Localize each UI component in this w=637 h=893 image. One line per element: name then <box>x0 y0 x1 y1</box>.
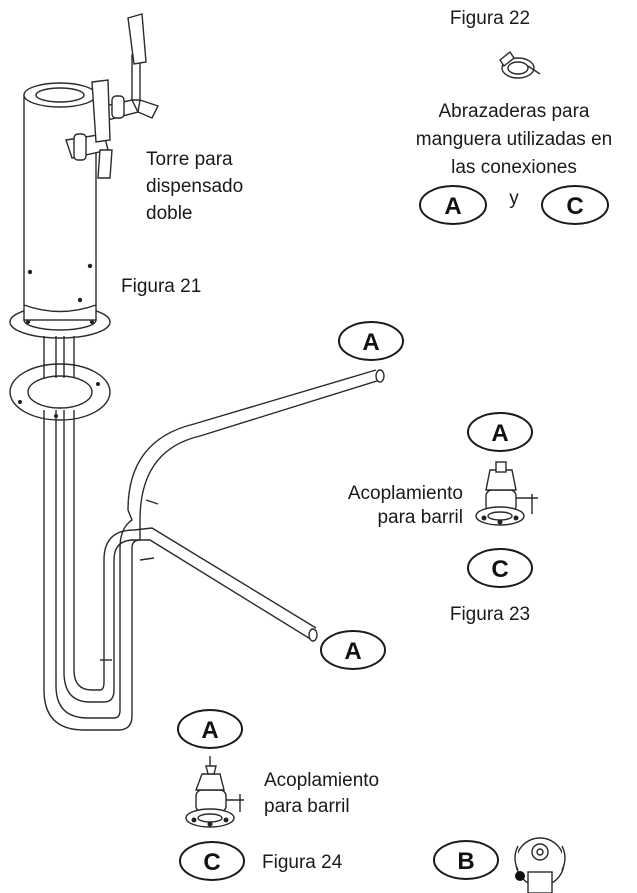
coupler-fig23-line2: para barril <box>377 507 463 528</box>
tower-label-line2: dispensado <box>146 176 243 197</box>
marker-c: C <box>541 185 609 225</box>
figure-23-caption: Figura 23 <box>450 604 530 625</box>
marker-a: A <box>338 321 404 361</box>
marker-c-label: C <box>491 556 508 583</box>
marker-b-label: B <box>457 848 474 875</box>
marker-a: A <box>419 185 487 225</box>
keg-coupler-icon <box>185 756 244 828</box>
clamp-label-line3: las conexiones <box>451 157 577 178</box>
marker-c-label: C <box>203 849 220 876</box>
shutoff-valve-icon <box>514 837 566 893</box>
marker-a: A <box>320 630 386 670</box>
clamp-label-line2: manguera utilizadas en <box>416 129 612 150</box>
hose-clamp-icon <box>499 50 541 79</box>
marker-c-label: C <box>566 193 583 220</box>
marker-a-label: A <box>362 329 379 356</box>
figure-21-caption: Figura 21 <box>121 276 201 297</box>
marker-c: C <box>179 841 245 881</box>
marker-a-label: A <box>444 193 461 220</box>
tower-label-line3: doble <box>146 203 193 224</box>
clamp-joiner: y <box>509 188 519 209</box>
beer-hoses <box>43 369 385 731</box>
figure-22-caption: Figura 22 <box>450 8 530 29</box>
keg-coupler-icon <box>475 461 538 526</box>
marker-a: A <box>177 709 243 749</box>
marker-a-label: A <box>201 717 218 744</box>
marker-b: B <box>433 840 499 880</box>
marker-c: C <box>467 548 533 588</box>
clamp-label-line1: Abrazaderas para <box>438 101 589 122</box>
marker-a-label: A <box>344 638 361 665</box>
coupler-fig24-line1: Acoplamiento <box>264 770 379 791</box>
marker-a-label: A <box>491 420 508 447</box>
dispensing-tower <box>9 13 159 421</box>
coupler-fig23-line1: Acoplamiento <box>348 483 463 504</box>
marker-a: A <box>467 412 533 452</box>
figure-24-caption: Figura 24 <box>262 852 343 873</box>
tower-label-line1: Torre para <box>146 149 233 170</box>
coupler-fig24-line2: para barril <box>264 796 350 817</box>
